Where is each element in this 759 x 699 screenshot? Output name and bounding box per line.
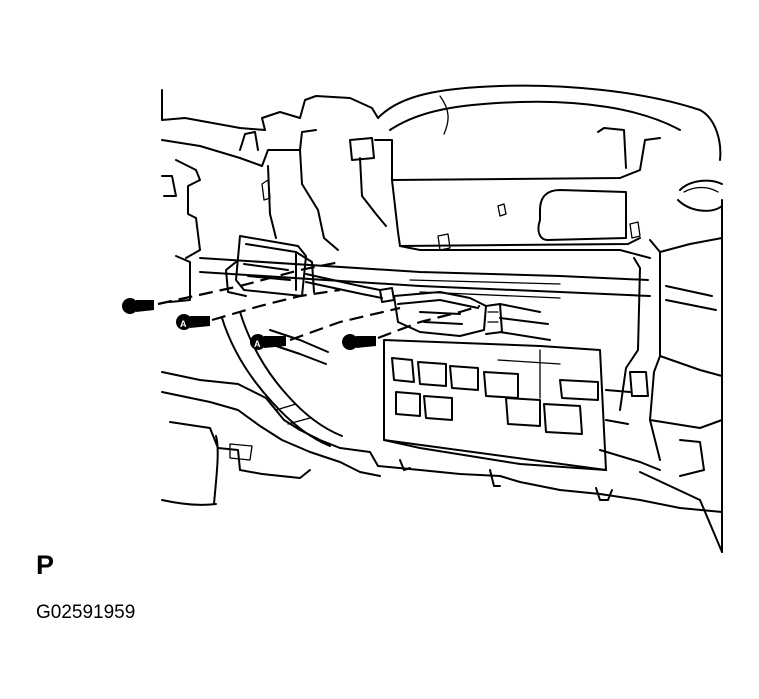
- lower-panel: [383, 339, 607, 471]
- alignment-lines: [157, 260, 481, 342]
- figure-id: G02591959: [36, 602, 136, 623]
- upper-panel: [374, 127, 661, 259]
- fastener-mark: A: [180, 319, 187, 329]
- wire-harness: [221, 311, 343, 447]
- right-support: [599, 199, 723, 553]
- bolt-icon-4: [342, 334, 376, 350]
- connector-block-center: [379, 287, 503, 337]
- bolt-icon-2: A: [176, 314, 210, 330]
- fastener-mark: A: [254, 339, 261, 349]
- left-bracket: [161, 129, 387, 303]
- dashboard-upper-outline: [161, 84, 723, 212]
- connector-block-left: [225, 235, 383, 299]
- lower-frame: [161, 371, 723, 513]
- view-letter: P: [36, 550, 55, 580]
- crossbar: [199, 257, 651, 341]
- bolt-icon-3: A: [250, 334, 286, 350]
- bolt-icon-1: [122, 298, 154, 314]
